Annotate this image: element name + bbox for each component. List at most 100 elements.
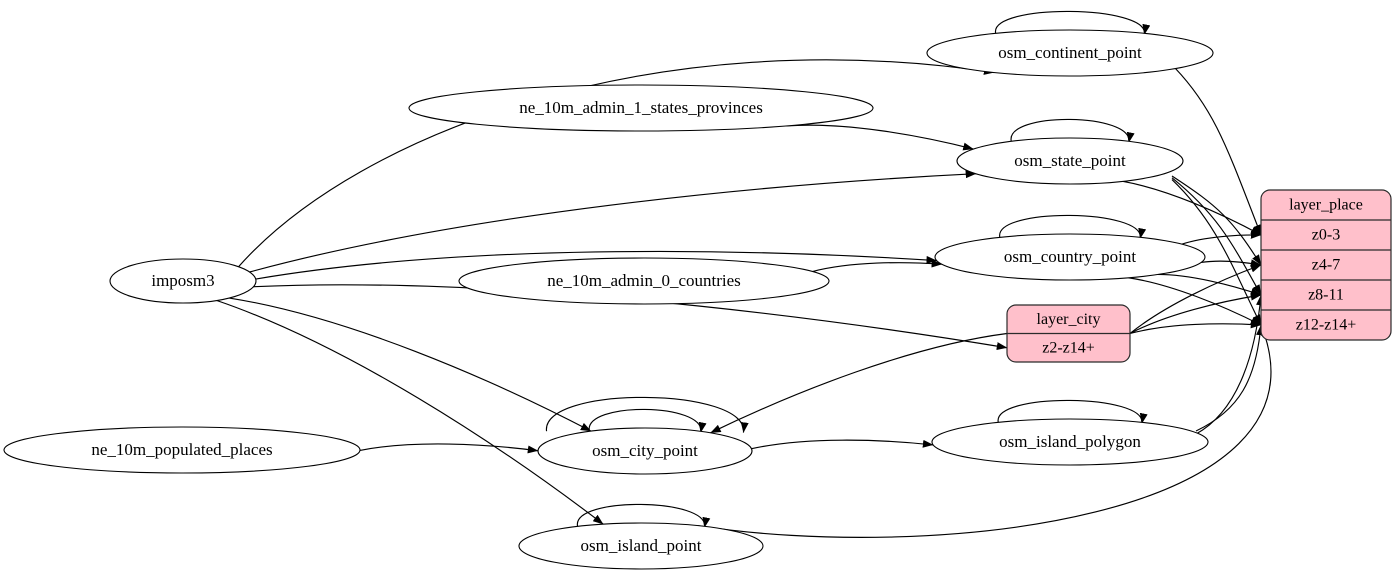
edge-osm_city_point-to-osm_city_point bbox=[588, 408, 707, 433]
node-label: ne_10m_populated_places bbox=[91, 440, 272, 459]
record-row-label-z8-11: z8-11 bbox=[1308, 287, 1344, 304]
edge-osm_continent_point-to-layer_place-z0-3 bbox=[1174, 67, 1262, 236]
edge-imposm3-to-osm_island_point bbox=[216, 299, 604, 525]
node-label: osm_country_point bbox=[1004, 247, 1136, 266]
node-osm_island_polygon[interactable]: osm_island_polygon bbox=[931, 418, 1209, 466]
edge-osm_continent_point-to-osm_continent_point bbox=[995, 10, 1151, 35]
record-node-layer_place[interactable]: layer_place z0-3 z4-7 z8-11 z12-z14+ bbox=[1260, 189, 1392, 341]
edge-path bbox=[786, 124, 974, 151]
edge-osm_island_polygon-to-osm_island_polygon bbox=[997, 399, 1148, 424]
edge-osm_island_point-to-layer_place-z12-z14+ bbox=[697, 324, 1272, 538]
edge-path bbox=[1157, 273, 1262, 296]
edge-osm_country_point-to-layer_place-z12-z14+ bbox=[1128, 277, 1262, 326]
edge-osm_island_point-to-osm_island_point bbox=[576, 503, 711, 528]
node-shape bbox=[956, 137, 1184, 185]
node-osm_city_point[interactable]: osm_city_point bbox=[537, 427, 753, 475]
node-ne_populated[interactable]: ne_10m_populated_places bbox=[3, 426, 361, 474]
node-label: osm_continent_point bbox=[998, 43, 1142, 62]
node-shape bbox=[408, 84, 874, 132]
node-label: osm_island_point bbox=[581, 536, 702, 555]
self-loop bbox=[576, 503, 711, 528]
edge-ne_states-to-osm_state_point bbox=[786, 124, 974, 151]
record-row-label-z2-z14+: z2-z14+ bbox=[1042, 339, 1095, 356]
edge-osm_state_point-to-layer_place-z4-7 bbox=[1171, 175, 1262, 266]
node-shape bbox=[537, 427, 753, 475]
node-label: ne_10m_admin_1_states_provinces bbox=[519, 98, 763, 117]
edge-path bbox=[710, 332, 1008, 434]
self-loop bbox=[545, 396, 749, 433]
edge-osm_country_point-to-layer_place-z8-11 bbox=[1157, 273, 1262, 296]
node-shape bbox=[109, 258, 257, 304]
record-row-label-z12-z14+: z12-z14+ bbox=[1296, 317, 1357, 334]
node-osm_state_point[interactable]: osm_state_point bbox=[956, 137, 1184, 185]
edge-osm_state_point-to-osm_state_point bbox=[1010, 118, 1135, 143]
record-row-label-z0-3: z0-3 bbox=[1312, 227, 1340, 244]
edge-path bbox=[359, 443, 539, 454]
edge-ne_populated-to-osm_city_point bbox=[359, 443, 539, 454]
edge-osm_city_point-to-osm_city_point bbox=[545, 396, 749, 433]
node-osm_continent_point[interactable]: osm_continent_point bbox=[926, 29, 1214, 77]
edge-ne_countries-to-osm_country_point bbox=[812, 259, 943, 273]
node-osm_country_point[interactable]: osm_country_point bbox=[934, 233, 1206, 281]
edge-imposm3-to-osm_country_point bbox=[255, 250, 937, 280]
node-shape bbox=[926, 29, 1214, 77]
edge-path bbox=[1195, 324, 1265, 432]
self-loop bbox=[995, 10, 1151, 35]
edge-path bbox=[1129, 320, 1262, 335]
node-shape bbox=[931, 418, 1209, 466]
edge-path bbox=[216, 299, 604, 525]
node-shape bbox=[458, 257, 830, 305]
edge-imposm3-to-osm_state_point bbox=[249, 170, 977, 273]
node-imposm3[interactable]: imposm3 bbox=[109, 258, 257, 304]
record-node-layer_city[interactable]: layer_city z2-z14+ bbox=[1006, 304, 1131, 363]
edge-layer_city-to-osm_city_point bbox=[710, 332, 1008, 434]
edge-path bbox=[1171, 175, 1262, 266]
edge-path bbox=[1171, 179, 1262, 326]
edge-osm_country_point-to-layer_place-z0-3 bbox=[1181, 230, 1262, 245]
edge-layer_city-to-layer_place-z12-z14+ bbox=[1129, 320, 1262, 335]
node-label: imposm3 bbox=[151, 271, 214, 290]
node-label: ne_10m_admin_0_countries bbox=[547, 271, 741, 290]
edge-path bbox=[1171, 177, 1262, 296]
edge-osm_island_polygon-to-layer_place-z12-z14+ bbox=[1195, 324, 1265, 432]
edge-osm_state_point-to-layer_place-z8-11 bbox=[1171, 177, 1262, 296]
edge-path bbox=[697, 324, 1272, 538]
self-loop bbox=[999, 214, 1147, 239]
edge-osm_country_point-to-layer_place-z4-7 bbox=[1201, 259, 1262, 268]
record-row-label-layer_place: layer_place bbox=[1289, 197, 1363, 214]
node-osm_island_point[interactable]: osm_island_point bbox=[518, 522, 764, 570]
node-shape bbox=[3, 426, 361, 474]
edge-path bbox=[1201, 259, 1262, 268]
edge-path bbox=[229, 297, 592, 432]
edge-path bbox=[1181, 230, 1262, 245]
node-label: osm_city_point bbox=[592, 441, 698, 460]
node-shape bbox=[518, 522, 764, 570]
self-loop bbox=[588, 408, 707, 433]
node-label: osm_island_polygon bbox=[999, 432, 1141, 451]
edge-osm_country_point-to-osm_country_point bbox=[999, 214, 1147, 239]
edge-path bbox=[249, 170, 977, 273]
node-ne_countries[interactable]: ne_10m_admin_0_countries bbox=[458, 257, 830, 305]
record-row-label-z4-7: z4-7 bbox=[1312, 257, 1340, 274]
node-label: osm_state_point bbox=[1014, 151, 1126, 170]
edge-path bbox=[1128, 277, 1262, 326]
edge-path bbox=[812, 259, 943, 273]
record-body bbox=[1260, 189, 1392, 341]
edge-path bbox=[255, 250, 937, 280]
node-ne_states[interactable]: ne_10m_admin_1_states_provinces bbox=[408, 84, 874, 132]
edge-path bbox=[1195, 294, 1265, 435]
record-layer: layer_city z2-z14+ layer_place z0-3 z4-7 z8-1… bbox=[1006, 189, 1392, 363]
record-row-label-layer_city: layer_city bbox=[1037, 311, 1101, 328]
edge-layer_city-to-layer_place-z4-7 bbox=[1129, 264, 1262, 334]
edge-imposm3-to-osm_city_point bbox=[229, 297, 592, 432]
edge-path bbox=[1129, 264, 1262, 334]
edge-path bbox=[751, 439, 934, 450]
self-loop bbox=[997, 399, 1148, 424]
node-shape bbox=[934, 233, 1206, 281]
edge-osm_city_point-to-osm_island_polygon bbox=[751, 439, 934, 450]
edge-path bbox=[1129, 292, 1262, 335]
node-layer: imposm3 ne_10m_admin_1_states_provincesne… bbox=[3, 29, 1214, 570]
edge-layer bbox=[216, 10, 1272, 538]
edge-path bbox=[1174, 67, 1262, 236]
